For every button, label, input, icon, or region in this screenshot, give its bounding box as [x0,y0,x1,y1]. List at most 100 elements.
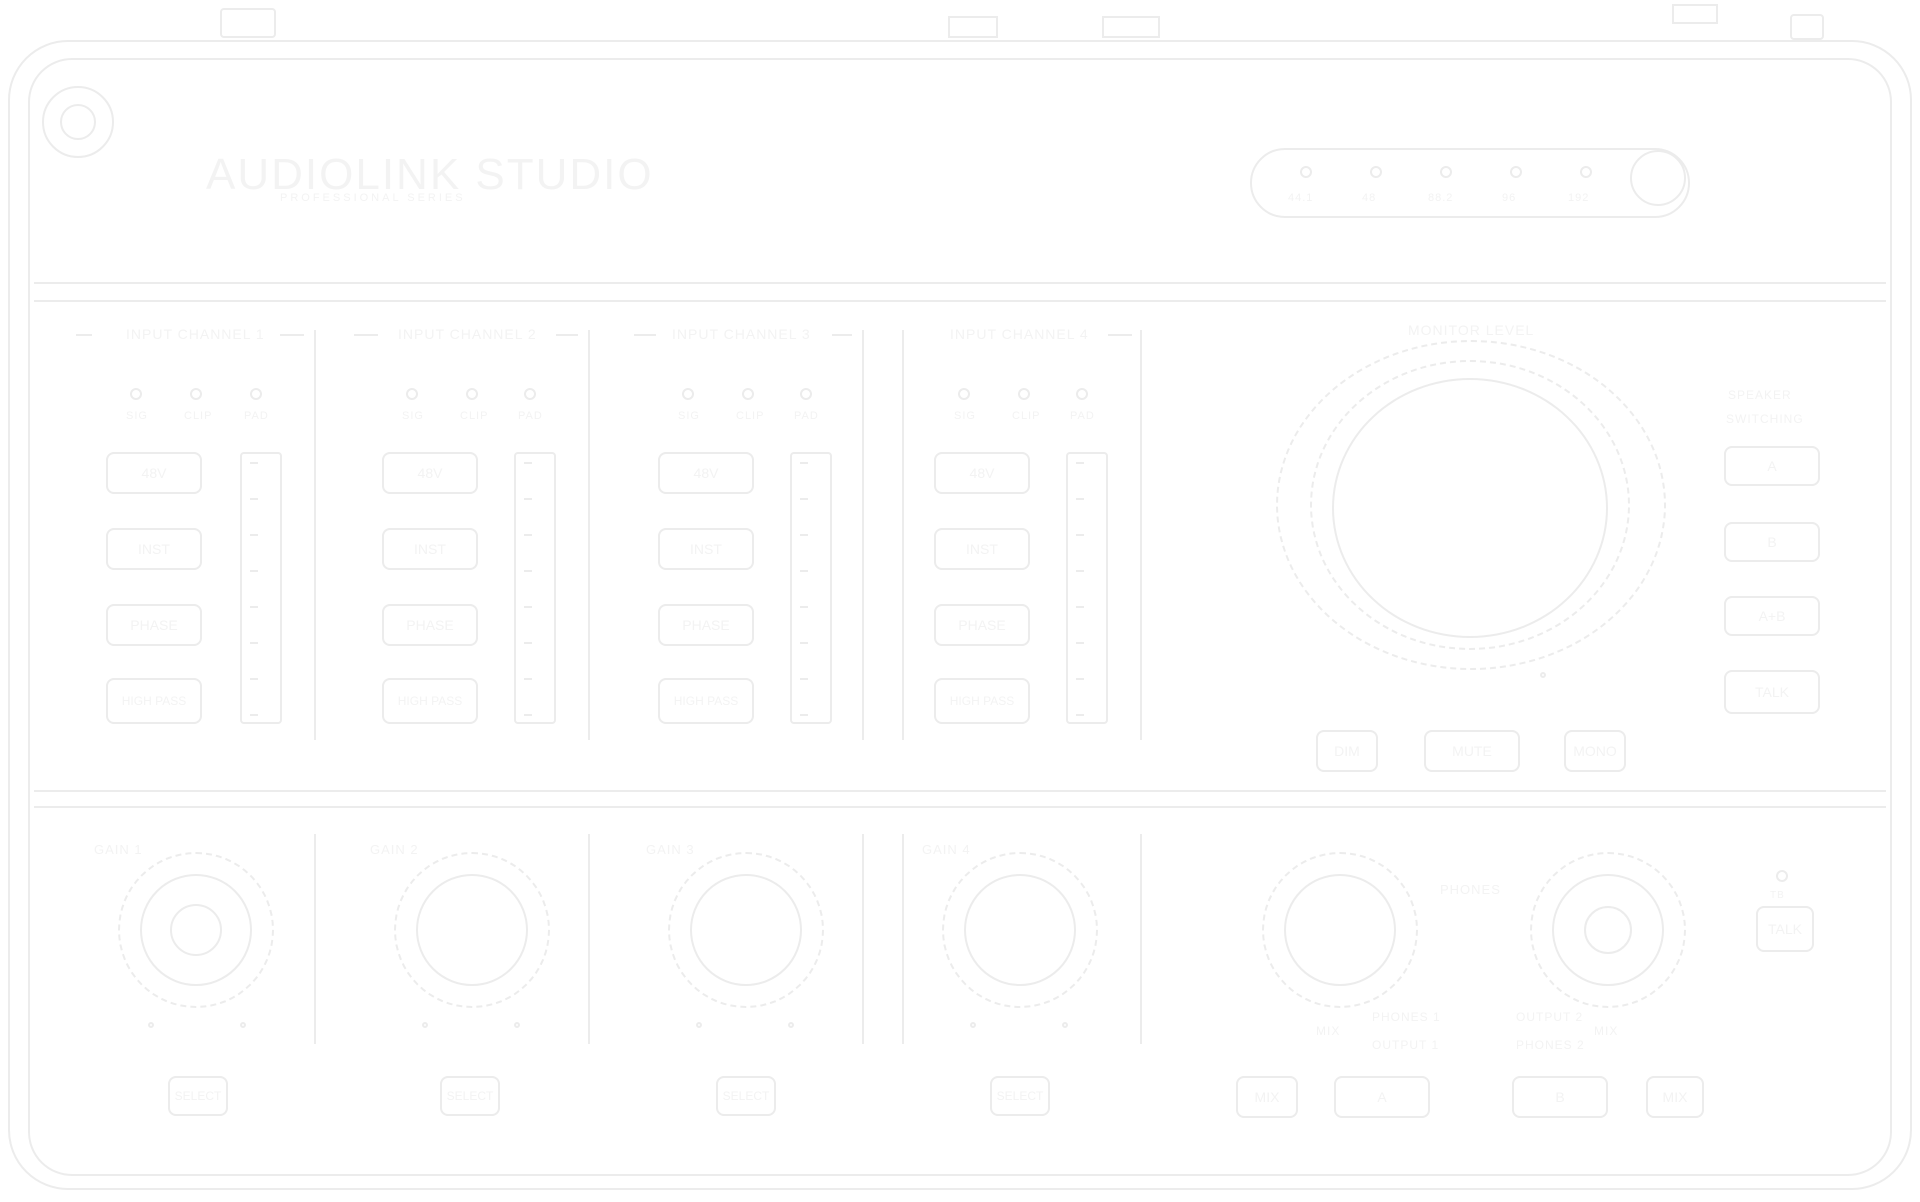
gain-knob-ring [942,852,1098,1008]
dim-button[interactable]: DIM [1316,730,1378,772]
meter-tick [250,678,258,680]
signal-led [682,388,694,400]
phase-button[interactable]: PHASE [382,604,478,646]
phones-2-label: PHONES 2 [1516,1038,1585,1052]
channel-title-rule [76,334,92,336]
channel-divider [314,834,316,1044]
phones-1-a-button[interactable]: A [1334,1076,1430,1118]
phantom-48v-button[interactable]: 48V [106,452,202,494]
meter-tick [1076,714,1084,716]
high-pass-button[interactable]: HIGH PASS [658,678,754,724]
phase-button[interactable]: PHASE [934,604,1030,646]
speaker-ab-button[interactable]: A+B [1724,596,1820,636]
gain-knob[interactable] [690,874,802,986]
channel-title: INPUT CHANNEL 1 [126,326,265,342]
meter-tick [250,498,258,500]
meter-tick [800,534,808,536]
mono-button[interactable]: MONO [1564,730,1626,772]
select-button[interactable]: SELECT [168,1076,228,1116]
sample-rate-led [1300,166,1312,178]
led-label: PAD [518,410,543,422]
meter-tick [800,714,808,716]
meter-tick [524,642,532,644]
mute-button[interactable]: MUTE [1424,730,1520,772]
meter-tick [524,678,532,680]
channel-divider [902,330,904,740]
phones-1-label: PHONES 1 [1372,1010,1441,1024]
knob-marker [514,1022,520,1028]
inst-button[interactable]: INST [658,528,754,570]
inst-button[interactable]: INST [934,528,1030,570]
clip-led [466,388,478,400]
clock-source-icon[interactable] [1630,150,1686,206]
monitor-knob-ring-inner [1310,360,1630,650]
connector-slot [1102,16,1160,38]
pad-led [524,388,536,400]
talkback-button[interactable]: TALK [1724,670,1820,714]
speaker-b-button[interactable]: B [1724,522,1820,562]
power-switch [1790,14,1824,40]
header-divider [34,300,1886,302]
clip-led [190,388,202,400]
phones-2-mix-label: MIX [1594,1024,1619,1038]
meter-tick [1076,498,1084,500]
channel-divider [902,834,904,1044]
phones-2-knob-ring [1530,852,1686,1008]
select-button[interactable]: SELECT [716,1076,776,1116]
led-label: CLIP [184,410,213,422]
clip-led [742,388,754,400]
meter-tick [800,570,808,572]
phones-2-mix-button[interactable]: MIX [1646,1076,1704,1118]
monitor-title: MONITOR LEVEL [1408,322,1535,338]
inst-button[interactable]: INST [382,528,478,570]
high-pass-button[interactable]: HIGH PASS [934,678,1030,724]
meter-tick [800,498,808,500]
monitor-knob-ring [1276,340,1666,670]
pad-led [1076,388,1088,400]
speaker-a-button[interactable]: A [1724,446,1820,486]
gain-knob[interactable] [964,874,1076,986]
channel-title: INPUT CHANNEL 4 [950,326,1089,342]
phantom-48v-button[interactable]: 48V [934,452,1030,494]
brand-name: AUDIOLINK STUDIO [206,150,654,199]
gain-label: GAIN 3 [646,842,695,857]
knob-marker [1540,672,1546,678]
phones-1-mix-button[interactable]: MIX [1236,1076,1298,1118]
phones-2-knob[interactable] [1552,874,1664,986]
meter-tick [524,462,532,464]
header-divider [34,282,1886,284]
phantom-48v-button[interactable]: 48V [658,452,754,494]
led-label: SIG [126,410,148,422]
clip-led [1018,388,1030,400]
gain-knob-ring [118,852,274,1008]
select-button[interactable]: SELECT [990,1076,1050,1116]
meter-tick [250,462,258,464]
sample-rate-led [1370,166,1382,178]
gain-knob[interactable] [416,874,528,986]
high-pass-button[interactable]: HIGH PASS [106,678,202,724]
gain-knob[interactable] [140,874,252,986]
led-label: SIG [402,410,424,422]
signal-led [958,388,970,400]
channel-title-rule [354,334,378,336]
phones-1-knob[interactable] [1284,874,1396,986]
high-pass-button[interactable]: HIGH PASS [382,678,478,724]
phase-button[interactable]: PHASE [658,604,754,646]
channel-divider [862,330,864,740]
channel-title-rule [1108,334,1132,336]
channel-divider [588,330,590,740]
talkback-led-label: TB [1770,890,1785,901]
inst-button[interactable]: INST [106,528,202,570]
monitor-level-knob[interactable] [1332,378,1608,638]
phase-button[interactable]: PHASE [106,604,202,646]
phones-label: PHONES [1440,882,1501,897]
meter-tick [1076,678,1084,680]
channel-title-rule [832,334,852,336]
select-button[interactable]: SELECT [440,1076,500,1116]
meter-tick [524,606,532,608]
device-frame [8,40,1912,1190]
knob-marker [148,1022,154,1028]
phones-2-b-button[interactable]: B [1512,1076,1608,1118]
talk-button[interactable]: TALK [1756,906,1814,952]
phantom-48v-button[interactable]: 48V [382,452,478,494]
